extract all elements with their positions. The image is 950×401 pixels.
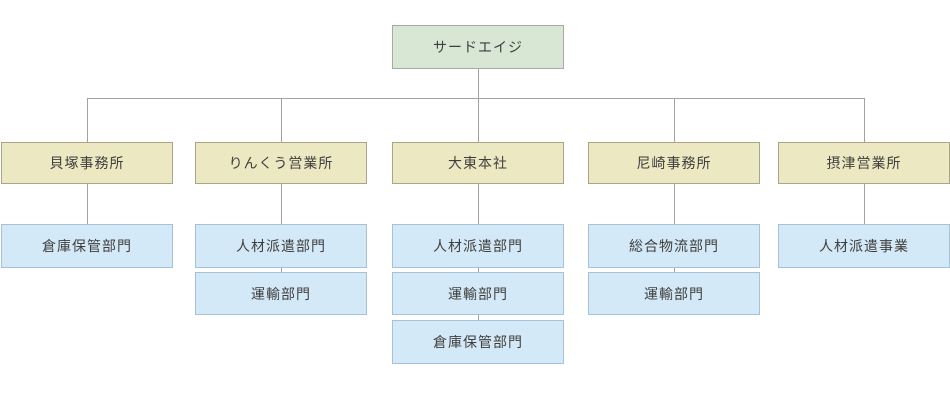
office-box: 尼崎事務所 — [588, 142, 760, 184]
department-box: 人材派遣部門 — [392, 224, 564, 268]
connector-line — [864, 98, 865, 142]
connector-line — [281, 98, 282, 142]
connector-line — [87, 98, 88, 142]
department-box: 倉庫保管部門 — [1, 224, 173, 268]
department-box: 総合物流部門 — [588, 224, 760, 268]
connector-line — [478, 184, 479, 224]
connector-line — [478, 268, 479, 272]
department-box: 人材派遣部門 — [195, 224, 367, 268]
department-box: 倉庫保管部門 — [392, 320, 564, 364]
connector-line — [478, 98, 479, 142]
department-box: 運輸部門 — [392, 272, 564, 315]
connector-line — [674, 184, 675, 224]
root-company-box: サードエイジ — [392, 25, 564, 69]
office-box: りんくう営業所 — [195, 142, 367, 184]
office-box: 大東本社 — [392, 142, 564, 184]
connector-line — [864, 184, 865, 224]
department-box: 人材派遣事業 — [778, 224, 950, 268]
department-box: 運輸部門 — [195, 272, 367, 315]
office-box: 摂津営業所 — [778, 142, 950, 184]
connector-line — [281, 184, 282, 224]
connector-line — [87, 184, 88, 224]
connector-line — [478, 315, 479, 320]
department-box: 運輸部門 — [588, 272, 760, 315]
connector-line — [478, 69, 479, 98]
connector-line — [674, 268, 675, 272]
connector-line — [87, 98, 865, 99]
connector-line — [674, 98, 675, 142]
office-box: 貝塚事務所 — [1, 142, 173, 184]
connector-line — [281, 268, 282, 272]
